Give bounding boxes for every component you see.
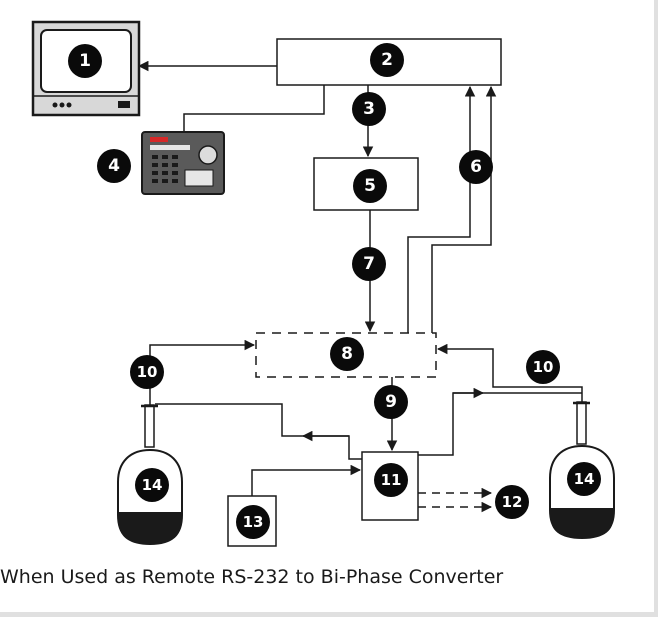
frame-edge-bottom [0, 612, 658, 617]
badge-8: 8 [330, 337, 364, 371]
badge-label: 3 [363, 99, 375, 119]
badge-label: 2 [381, 50, 393, 70]
system-diagram: 1 2 3 4 5 6 7 8 9 10 10 11 [31, 20, 615, 547]
badge-11: 11 [374, 463, 408, 497]
badge-5: 5 [353, 169, 387, 203]
badge-label: 4 [108, 156, 120, 176]
badge-label: 14 [574, 470, 595, 488]
badge-9: 9 [374, 385, 408, 419]
frame-edge-right [654, 0, 658, 617]
badge-label: 6 [470, 157, 482, 177]
badge-13: 13 [236, 505, 270, 539]
badge-label: 7 [363, 254, 375, 274]
badge-label: 8 [341, 344, 353, 364]
badge-14-right: 14 [567, 462, 601, 496]
badge-label: 10 [533, 358, 554, 376]
badge-label: 13 [243, 513, 264, 531]
keyboard-controller-icon [141, 131, 225, 195]
badge-label: 14 [142, 476, 163, 494]
badge-10-left: 10 [130, 355, 164, 389]
badge-label: 1 [79, 51, 91, 71]
badge-2: 2 [370, 43, 404, 77]
connection-lines [137, 60, 583, 496]
badge-6: 6 [459, 150, 493, 184]
badge-label: 11 [381, 471, 402, 489]
badge-label: 12 [502, 493, 523, 511]
badge-7: 7 [352, 247, 386, 281]
diagram-caption: When Used as Remote RS-232 to Bi-Phase C… [0, 566, 504, 588]
badge-label: 9 [385, 392, 397, 412]
badge-label: 10 [137, 363, 158, 381]
badge-3: 3 [352, 92, 386, 126]
badge-1: 1 [68, 44, 102, 78]
badge-label: 5 [364, 176, 376, 196]
badge-4: 4 [97, 149, 131, 183]
badge-12: 12 [495, 485, 529, 519]
badge-14-left: 14 [135, 468, 169, 502]
badge-10-right: 10 [526, 350, 560, 384]
dashed-outputs [418, 487, 493, 513]
